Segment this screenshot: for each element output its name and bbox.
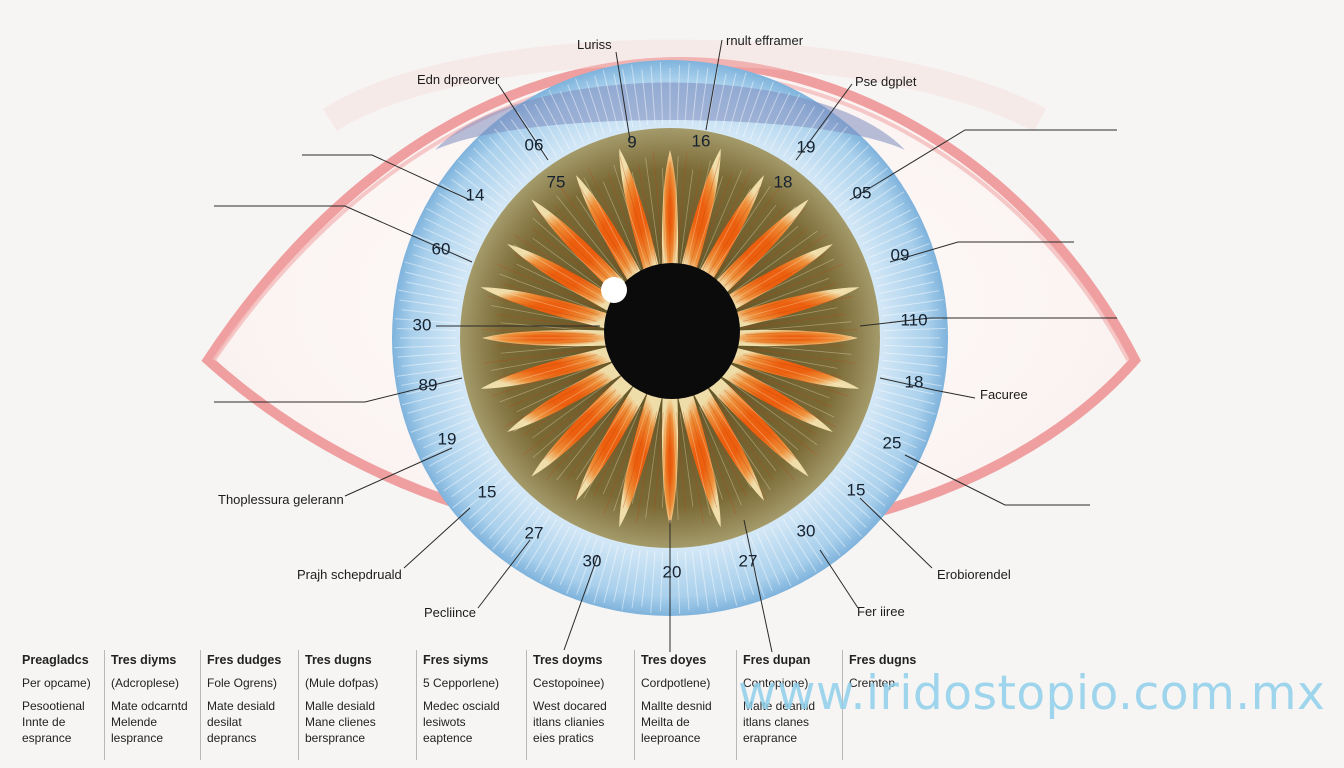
- legend-column-desc: Malle desiald Mane clienes bersprance: [305, 699, 376, 745]
- ring-number: 09: [891, 245, 910, 264]
- legend-column-header: Tres dugns: [305, 653, 372, 667]
- legend-column-desc: Medec osciald lesiwots eaptence: [423, 699, 500, 745]
- ring-number: 15: [478, 482, 497, 501]
- callout-label: rnult efframer: [726, 33, 804, 48]
- ring-number: 27: [739, 551, 758, 570]
- legend-column: Tres diyms (Adcroplese) Mate odcarntd Me…: [104, 650, 200, 760]
- ring-number: 18: [905, 372, 924, 391]
- ring-number: 15: [847, 480, 866, 499]
- callout-label: Erobiorendel: [937, 567, 1011, 582]
- legend-column-desc: Pesootienal Innte de esprance: [22, 699, 85, 745]
- ring-number: 27: [525, 523, 544, 542]
- iris-petals: [480, 148, 860, 528]
- legend-column: Fres dupan Contopione) Malte deamid itla…: [736, 650, 842, 760]
- pupil: [604, 263, 740, 399]
- legend-column-sub: Fole Ogrens): [207, 676, 278, 690]
- leader-lines: [214, 39, 1117, 653]
- ring-number: 05: [853, 183, 872, 202]
- legend-table: Preagladcs Per opcame) Pesootienal Innte…: [16, 650, 956, 760]
- callout-label: Prajh schepdruald: [297, 567, 402, 582]
- callout-labels: Luriss rnult efframer Edn dpreorver Pse …: [218, 33, 1028, 620]
- legend-column-sub: Cremtep: [849, 676, 896, 690]
- legend-column: Tres doyes Cordpotlene) Mallte desnid Me…: [634, 650, 736, 760]
- ring-number: 20: [663, 562, 682, 581]
- legend-column-desc: Malte deamid itlans clanes eraprance: [743, 699, 816, 745]
- ring-number: 9: [627, 132, 636, 151]
- legend-column: Preagladcs Per opcame) Pesootienal Innte…: [16, 650, 104, 760]
- legend-column-sub: Cordpotlene): [641, 676, 711, 690]
- ring-number: 30: [413, 315, 432, 334]
- ring-number: 110: [900, 310, 927, 329]
- legend-column-sub: (Adcroplese): [111, 676, 180, 690]
- iris-streaks: [482, 150, 858, 526]
- ring-number: 16: [692, 131, 711, 150]
- ring-number: 18: [774, 172, 793, 191]
- ring-number: 60: [432, 239, 451, 258]
- legend-column-desc: West docared itlans clianies eies pratic…: [533, 699, 607, 745]
- legend-column-desc: Mallte desnid Meilta de leeproance: [641, 699, 712, 745]
- legend-column-header: Preagladcs: [22, 653, 89, 667]
- legend-column-sub: Per opcame): [22, 676, 91, 690]
- ring-number: 30: [797, 521, 816, 540]
- legend-column-header: Tres doyes: [641, 653, 707, 667]
- ring-numbers: 06 9 16 19 75 18 14 05 60 09 30 110 89 1…: [413, 131, 928, 581]
- legend-column-sub: Contopione): [743, 676, 809, 690]
- watermark-url: www.iridostopio.com.mx: [738, 666, 1326, 721]
- callout-label: Thoplessura gelerann: [218, 492, 344, 507]
- callout-label: Luriss: [577, 37, 612, 52]
- callout-label: Pecliince: [424, 605, 476, 620]
- ring-number: 19: [797, 137, 816, 156]
- legend-column: Fres dudges Fole Ogrens) Mate desiald de…: [200, 650, 298, 760]
- legend-column-header: Tres diyms: [111, 653, 177, 667]
- ring-number: 30: [583, 551, 602, 570]
- legend-column: Tres doyms Cestopoinee) West docared itl…: [526, 650, 634, 760]
- light-reflection: [601, 277, 627, 303]
- callout-label: Pse dgplet: [855, 74, 917, 89]
- ring-number: 25: [883, 433, 902, 452]
- legend-column-header: Fres siyms: [423, 653, 489, 667]
- callout-label: Fer iiree: [857, 604, 905, 619]
- legend-column-sub: (Mule dofpas): [305, 676, 379, 690]
- legend-column-sub: 5 Cepporlene): [423, 676, 500, 690]
- callout-label: Edn dpreorver: [417, 72, 500, 87]
- legend-column: Tres dugns (Mule dofpas) Malle desiald M…: [298, 650, 416, 760]
- legend-column-desc: Mate desiald desilat deprancs: [207, 699, 276, 745]
- ring-number: 19: [438, 429, 457, 448]
- ring-number: 75: [547, 172, 566, 191]
- callout-label: Facuree: [980, 387, 1028, 402]
- legend-column-header: Fres dugns: [849, 653, 917, 667]
- ring-number: 89: [419, 375, 438, 394]
- legend-column: Fres siyms 5 Cepporlene) Medec osciald l…: [416, 650, 526, 760]
- legend-column-header: Tres doyms: [533, 653, 603, 667]
- legend-column-header: Fres dupan: [743, 653, 811, 667]
- limbus-fibers: [394, 62, 946, 614]
- legend-column-sub: Cestopoinee): [533, 676, 605, 690]
- iris: [392, 60, 948, 616]
- ring-number: 14: [466, 185, 485, 204]
- legend-column-header: Fres dudges: [207, 653, 282, 667]
- legend-column-desc: Mate odcarntd Melende lesprance: [111, 699, 188, 745]
- ring-number: 06: [525, 135, 544, 154]
- legend-column: Fres dugns Cremtep: [842, 650, 942, 760]
